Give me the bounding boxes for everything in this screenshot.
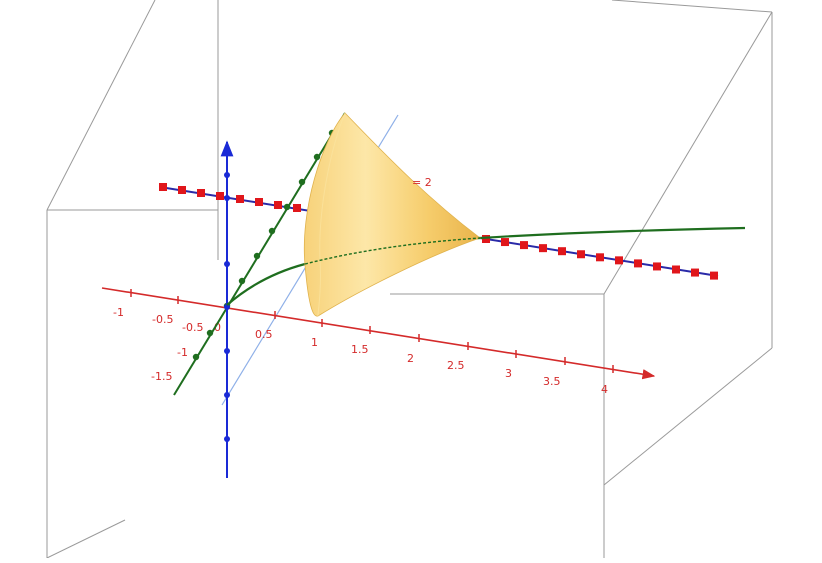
line-point[interactable] xyxy=(501,238,509,247)
z-axis[interactable] xyxy=(220,140,234,478)
axis-point[interactable] xyxy=(298,178,306,186)
y-tick-label: -1 xyxy=(177,346,188,359)
x-tick-label: 0.5 xyxy=(255,328,273,341)
line-point[interactable] xyxy=(539,244,547,253)
y-tick-label: -0.5 xyxy=(182,321,203,334)
x-tick-label: 3.5 xyxy=(543,375,561,388)
axis-point[interactable] xyxy=(283,203,291,211)
line-point[interactable] xyxy=(520,241,528,250)
axis-point[interactable] xyxy=(224,392,230,398)
x-tick-label: 2.5 xyxy=(447,359,465,372)
back-line-with-points[interactable] xyxy=(159,183,719,280)
bounding-box xyxy=(46,0,773,559)
line-point[interactable] xyxy=(558,247,566,256)
axis-point[interactable] xyxy=(192,353,200,361)
x-axis[interactable] xyxy=(101,287,656,380)
y-tick-label: -1.5 xyxy=(151,370,172,383)
line-point[interactable] xyxy=(482,235,490,243)
x-tick-label: 2 xyxy=(407,352,414,365)
line-point[interactable] xyxy=(293,204,301,212)
line-point[interactable] xyxy=(672,265,680,274)
x-tick-label: -1 xyxy=(113,306,124,319)
line-point[interactable] xyxy=(236,195,244,203)
line-point[interactable] xyxy=(255,198,263,206)
cone-surface[interactable] xyxy=(303,112,481,317)
axis-point[interactable] xyxy=(224,195,230,201)
line-point[interactable] xyxy=(615,256,623,265)
x-tick-label: 0 xyxy=(214,321,221,334)
line-point[interactable] xyxy=(216,192,224,200)
axis-point[interactable] xyxy=(238,277,246,285)
axis-point[interactable] xyxy=(224,348,230,354)
axis-point[interactable] xyxy=(224,172,230,178)
y-axis[interactable] xyxy=(173,112,346,396)
axis-point[interactable] xyxy=(224,436,230,442)
line-point[interactable] xyxy=(634,259,642,268)
x-axis-labels: -1 -0.5 0 0.5 1 1.5 2 2.5 3 3.5 4 xyxy=(113,306,608,396)
x-tick-label: 1.5 xyxy=(351,343,369,356)
line-point[interactable] xyxy=(710,271,718,280)
x-tick-label: 4 xyxy=(601,383,608,396)
line-point[interactable] xyxy=(691,268,699,277)
line-label: = 2 xyxy=(412,176,432,189)
line-point[interactable] xyxy=(596,253,604,262)
x-tick-label: 1 xyxy=(311,336,318,349)
green-curve-hidden xyxy=(304,237,481,265)
axis-point[interactable] xyxy=(253,252,261,260)
line-point[interactable] xyxy=(577,250,585,259)
x-tick-label: 3 xyxy=(505,367,512,380)
axis-point[interactable] xyxy=(206,329,214,337)
x-tick-label: -0.5 xyxy=(152,313,173,326)
axis-point[interactable] xyxy=(224,304,230,310)
axis-point[interactable] xyxy=(268,227,276,235)
axis-point[interactable] xyxy=(313,153,321,161)
line-point[interactable] xyxy=(274,201,282,209)
line-point[interactable] xyxy=(178,186,186,194)
line-point[interactable] xyxy=(197,189,205,197)
y-axis-labels: -0.5 -1 -1.5 xyxy=(151,321,203,383)
line-point[interactable] xyxy=(159,183,167,191)
line-point[interactable] xyxy=(653,262,661,271)
axis-point[interactable] xyxy=(224,261,230,267)
